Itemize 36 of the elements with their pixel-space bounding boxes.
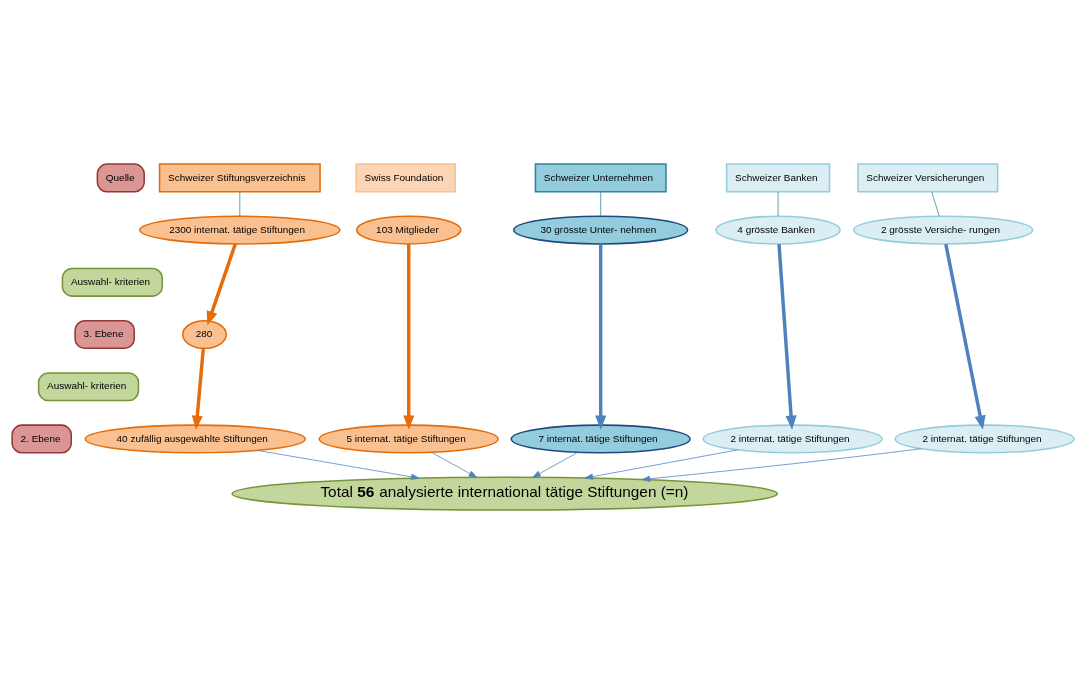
arrow	[431, 451, 478, 478]
arrow	[584, 449, 738, 480]
node-ellipse: 2 internat. tätige Stiftungen	[894, 423, 1075, 454]
connector	[239, 191, 241, 216]
node-box: Auswahl- kriterien	[61, 267, 164, 297]
arrow	[595, 243, 607, 430]
node-box: Schweizer Versicherungen	[857, 162, 999, 192]
node-box: Quelle	[96, 162, 145, 192]
arrow	[641, 447, 922, 482]
node-box: Schweizer Banken	[725, 162, 831, 192]
arrow	[777, 243, 797, 430]
node-ellipse: 5 internat. tätige Stiftungen	[318, 423, 499, 454]
arrow	[403, 243, 415, 430]
node-ellipse: 4 grösste Banken	[715, 215, 841, 245]
node-ellipse: 7 internat. tätige Stiftungen	[510, 423, 691, 454]
arrow	[944, 243, 986, 430]
arrow	[191, 347, 206, 430]
connector	[600, 191, 602, 216]
node-box: 2. Ebene	[11, 423, 73, 454]
node-ellipse: 2300 internat. tätige Stiftungen	[139, 215, 341, 245]
arrow	[532, 451, 579, 478]
node-ellipse: 2 grösste Versiche- rungen	[852, 215, 1034, 245]
arrow	[257, 449, 420, 480]
node-box: Schweizer Unternehmen	[534, 162, 667, 192]
node-ellipse: 2 internat. tätige Stiftungen	[702, 423, 883, 454]
connector	[777, 191, 779, 216]
node-box: Schweizer Stiftungsverzeichnis	[158, 162, 321, 192]
node-ellipse: 103 Mitglieder	[356, 215, 462, 245]
node-box: 3. Ebene	[74, 319, 135, 349]
node-ellipse: 30 grösste Unter- nehmen	[513, 215, 689, 245]
node-ellipse: 280	[181, 319, 228, 349]
arrow	[206, 243, 237, 325]
node-box: Auswahl- kriterien	[37, 371, 140, 401]
node-box: Swiss Foundation	[355, 162, 456, 192]
connector	[931, 191, 940, 217]
node-ellipse: 40 zufällig ausgewählte Stiftungen	[84, 423, 307, 454]
